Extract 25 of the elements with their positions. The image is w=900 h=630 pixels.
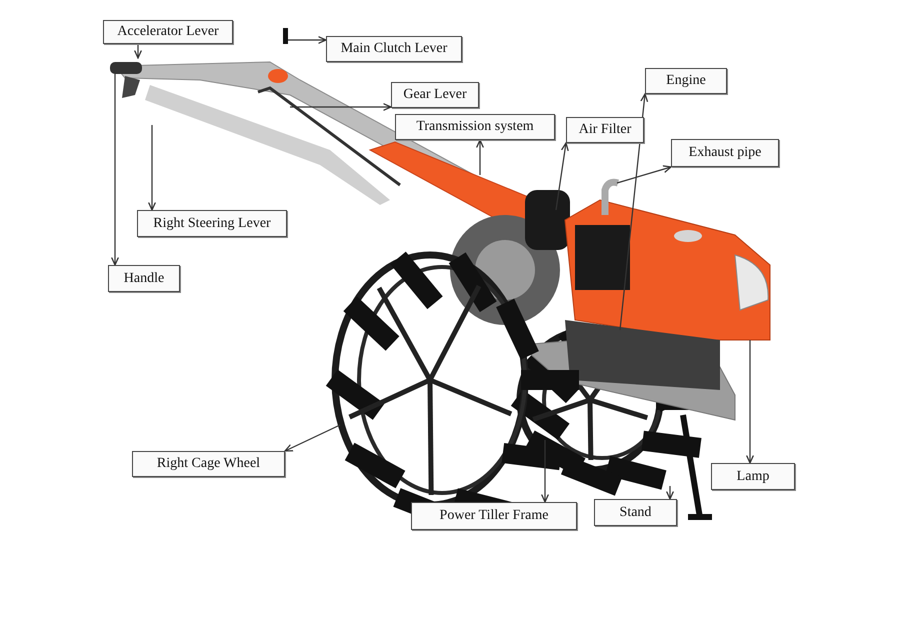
part-label: Handle [108, 265, 180, 292]
leader-line [284, 424, 340, 452]
leader-line [666, 486, 674, 500]
part-label: Main Clutch Lever [326, 36, 462, 62]
leader-line [148, 125, 156, 211]
leader-line [746, 340, 754, 464]
leader-line [555, 142, 569, 210]
leader-line [616, 165, 672, 184]
part-label: Gear Lever [391, 82, 479, 108]
leader-line [290, 103, 392, 111]
leader-line [541, 440, 549, 503]
leader-line [288, 36, 327, 44]
part-label: Air Filter [566, 117, 644, 143]
part-label: Transmission system [395, 114, 555, 140]
part-label: Exhaust pipe [671, 139, 779, 167]
part-label: Right Cage Wheel [132, 451, 285, 477]
part-label: Power Tiller Frame [411, 502, 577, 530]
part-label: Engine [645, 68, 727, 94]
leader-line [134, 44, 142, 59]
part-label: Accelerator Lever [103, 20, 233, 44]
part-label: Right Steering Lever [137, 210, 287, 237]
leader-line [619, 93, 648, 330]
leader-line [476, 139, 484, 175]
part-label: Stand [594, 499, 677, 526]
part-label: Lamp [711, 463, 795, 490]
